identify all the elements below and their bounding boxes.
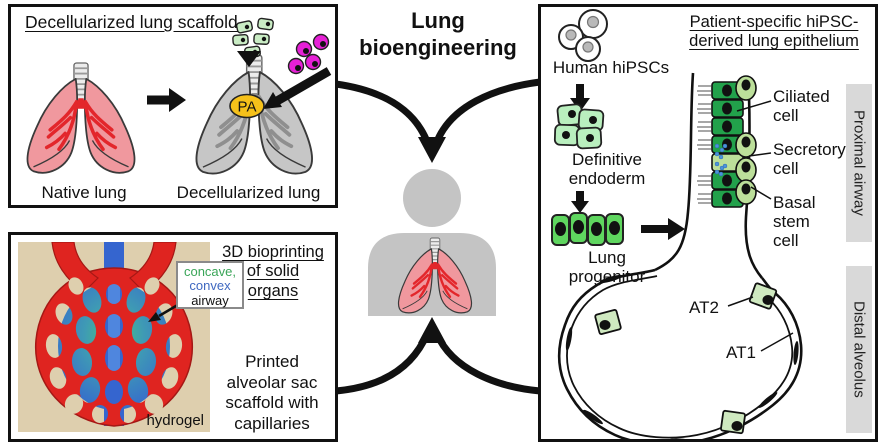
ciliated-cell-label: Ciliated cell	[773, 87, 830, 126]
endoderm-cells-icon	[553, 103, 605, 150]
arrow-down-icon	[571, 191, 589, 213]
callout-convex-label: convex	[189, 278, 231, 294]
arrow-right-icon	[641, 218, 685, 240]
hipsc-epithelium-panel: Patient-specific hiPSC- derived lung epi…	[538, 4, 878, 442]
patient-silhouette	[368, 169, 496, 316]
proximal-airway-bar: Proximal airway	[846, 84, 872, 242]
figure-title: Lung bioengineering	[359, 8, 517, 60]
basal-stem-cell-label: Basal stem cell	[773, 193, 816, 251]
arrow-down-icon	[237, 51, 261, 67]
arrowhead-down-icon	[418, 137, 446, 163]
hipsc-panel-graphics	[551, 9, 803, 439]
decellularized-lung-label: Decellularized lung	[176, 183, 321, 202]
at1-label: AT1	[726, 343, 756, 362]
arrow-right-icon	[147, 88, 186, 112]
pa-badge-label: PA	[238, 99, 257, 116]
human-hipscs-label: Human hiPSCs	[552, 58, 670, 77]
callout-concave-label: concave,	[183, 264, 237, 279]
arrowhead-up-icon	[418, 317, 446, 343]
decell-panel-graphics: PA	[25, 17, 332, 176]
callout-airway-label: airway	[191, 292, 229, 308]
converging-arrows-bottom	[335, 332, 541, 395]
definitive-endoderm-label: Definitive endoderm	[568, 150, 646, 189]
native-lung-label: Native lung	[41, 183, 127, 202]
hipsc-cells-icon	[558, 9, 608, 62]
at2-label: AT2	[689, 298, 719, 317]
distal-alveolus-bar: Distal alveolus	[846, 266, 872, 433]
bioprint-panel-title: 3D bioprinting of solid organs	[222, 243, 324, 300]
airway-callout-box: concave, convex airway	[176, 261, 244, 309]
lung-progenitor-label: Lung progenitor	[568, 248, 646, 287]
bioprint-panel: hydrogel concave, convex airway 3D biopr…	[8, 232, 338, 442]
hipsc-panel-title: Patient-specific hiPSC- derived lung epi…	[689, 13, 859, 51]
alveolar-sac-wall	[557, 268, 803, 439]
bioprint-caption: Printed alveolar sac scaffold with capil…	[225, 352, 319, 434]
converging-arrows-top	[335, 78, 541, 146]
arrow-down-left-icon	[263, 67, 332, 109]
sac-wall-folds	[565, 274, 799, 439]
airway-wall	[654, 72, 764, 279]
epithelium-cells	[697, 75, 757, 208]
label-pointer-lines	[727, 100, 794, 352]
patient-lungs-illustration	[397, 236, 473, 315]
hydrogel-label: hydrogel	[146, 412, 204, 429]
pa-badge: PA	[229, 93, 265, 119]
secretory-granules-icon	[714, 143, 728, 177]
decellularized-scaffold-panel: PA Decellularized lung scaffold Native l…	[8, 4, 338, 208]
native-lung-illustration	[25, 61, 137, 175]
decell-panel-title: Decellularized lung scaffold	[25, 12, 238, 32]
cilia-icon	[697, 85, 711, 204]
magenta-cell-cluster-icon	[287, 33, 330, 75]
at2-cells-icon	[594, 282, 778, 435]
secretory-cell-label: Secretory cell	[773, 140, 846, 179]
progenitor-cells-icon	[551, 212, 624, 246]
